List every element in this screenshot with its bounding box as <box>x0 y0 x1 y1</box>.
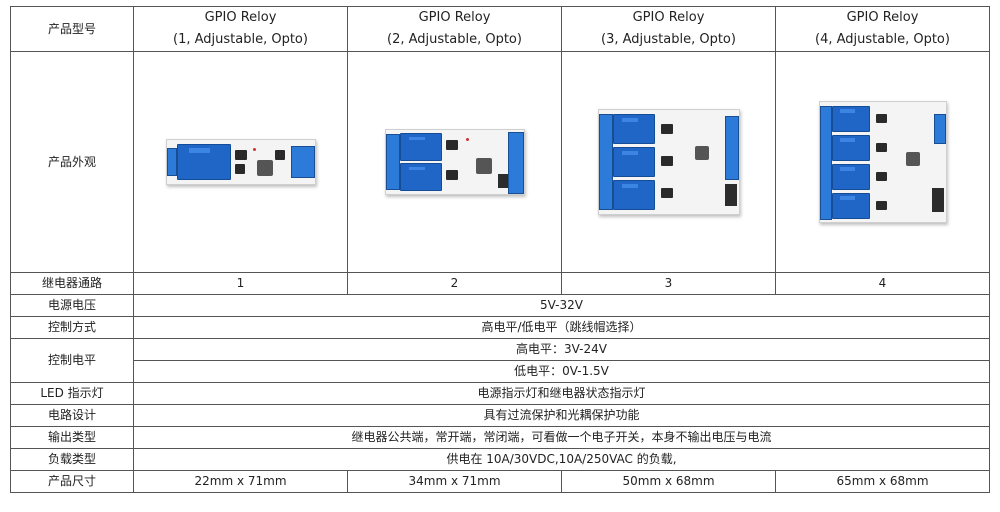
input-terminal <box>166 148 177 176</box>
output-terminal <box>724 116 739 180</box>
regulator-chip <box>274 150 285 160</box>
row-model: 产品型号 GPIO Reloy (1, Adjustable, Opto) GPI… <box>10 6 990 52</box>
row-control-mode: 控制方式 高电平/低电平（跳线帽选择） <box>10 316 990 339</box>
model-cell-4: GPIO Reloy (4, Adjustable, Opto) <box>775 6 990 52</box>
model-name-1: GPIO Reloy <box>204 10 277 25</box>
output-terminal <box>290 146 315 178</box>
row-load: 负载类型 供电在 10A/30VDC,10A/250VAC 的负载, <box>10 448 990 471</box>
row-appearance: 产品外观 <box>10 51 990 273</box>
spec-table: 产品型号 GPIO Reloy (1, Adjustable, Opto) GPI… <box>10 6 990 493</box>
row-control-level-high: 控制电平 高电平：3V-24V <box>10 338 990 383</box>
model-name-3: GPIO Reloy <box>632 10 705 25</box>
inductor <box>905 152 920 166</box>
control-mode-value: 高电平/低电平（跳线帽选择） <box>133 316 990 339</box>
row-led: LED 指示灯 电源指示灯和继电器状态指示灯 <box>10 382 990 405</box>
row-supply: 电源电压 5V-32V <box>10 294 990 317</box>
label-size: 产品尺寸 <box>10 470 134 493</box>
label-channels: 继电器通路 <box>10 272 134 295</box>
input-terminal <box>819 106 832 220</box>
relay-module <box>612 180 655 210</box>
size-3: 50mm x 68mm <box>561 470 776 493</box>
low-level-value: 低电平：0V-1.5V <box>133 360 990 383</box>
supply-value: 5V-32V <box>133 294 990 317</box>
label-circuit: 电路设计 <box>10 404 134 427</box>
optocoupler-chip <box>445 170 458 180</box>
input-terminal <box>385 134 400 190</box>
relay-board-3ch-image <box>597 109 740 215</box>
output-value: 继电器公共端，常开端，常闭端，可看做一个电子开关，本身不输出电压与电流 <box>133 426 990 449</box>
label-model: 产品型号 <box>10 6 134 52</box>
power-led <box>465 138 469 141</box>
relay-board-2ch-image <box>384 129 525 195</box>
relay-board-4ch-image <box>818 101 947 223</box>
high-level-value: 高电平：3V-24V <box>133 338 990 361</box>
relay-module <box>612 114 655 144</box>
channels-3: 3 <box>561 272 776 295</box>
optocoupler-chip <box>660 188 673 198</box>
output-terminal <box>933 114 946 144</box>
relay-module <box>831 164 870 190</box>
size-4: 65mm x 68mm <box>775 470 990 493</box>
appearance-cell-4 <box>775 51 990 273</box>
output-terminal <box>507 132 524 194</box>
model-variant-4: (4, Adjustable, Opto) <box>815 32 950 47</box>
row-channels: 继电器通路 1 2 3 4 <box>10 272 990 295</box>
jumper-header <box>931 188 944 212</box>
relay-module <box>399 163 442 191</box>
appearance-cell-2 <box>347 51 562 273</box>
size-1: 22mm x 71mm <box>133 470 348 493</box>
row-circuit: 电路设计 具有过流保护和光耦保护功能 <box>10 404 990 427</box>
relay-module <box>831 135 870 161</box>
label-control-mode: 控制方式 <box>10 316 134 339</box>
channels-1: 1 <box>133 272 348 295</box>
load-value: 供电在 10A/30VDC,10A/250VAC 的负载, <box>133 448 990 471</box>
model-name-2: GPIO Reloy <box>418 10 491 25</box>
optocoupler-chip <box>875 172 887 181</box>
relay-module <box>612 147 655 177</box>
relay-module <box>831 106 870 132</box>
jumper-header <box>497 174 508 188</box>
model-name-4: GPIO Reloy <box>846 10 919 25</box>
led-value: 电源指示灯和继电器状态指示灯 <box>133 382 990 405</box>
relay-module <box>831 193 870 219</box>
model-variant-1: (1, Adjustable, Opto) <box>173 32 308 47</box>
inductor <box>256 160 273 176</box>
optocoupler-chip <box>660 124 673 134</box>
label-supply: 电源电压 <box>10 294 134 317</box>
label-control-level: 控制电平 <box>10 338 134 383</box>
relay-board-1ch-image <box>165 139 316 185</box>
optocoupler-chip <box>875 143 887 152</box>
row-size: 产品尺寸 22mm x 71mm 34mm x 71mm 50mm x 68mm… <box>10 470 990 493</box>
model-variant-3: (3, Adjustable, Opto) <box>601 32 736 47</box>
label-output: 输出类型 <box>10 426 134 449</box>
input-terminal <box>598 114 613 210</box>
model-variant-2: (2, Adjustable, Opto) <box>387 32 522 47</box>
inductor <box>694 146 709 160</box>
model-cell-2: GPIO Reloy (2, Adjustable, Opto) <box>347 6 562 52</box>
relay-module <box>399 133 442 161</box>
appearance-cell-1 <box>133 51 348 273</box>
model-cell-1: GPIO Reloy (1, Adjustable, Opto) <box>133 6 348 52</box>
optocoupler-chip <box>445 140 458 150</box>
channels-2: 2 <box>347 272 562 295</box>
circuit-value: 具有过流保护和光耦保护功能 <box>133 404 990 427</box>
power-led <box>252 148 256 151</box>
optocoupler-chip <box>660 156 673 166</box>
label-load: 负载类型 <box>10 448 134 471</box>
label-appearance: 产品外观 <box>10 51 134 273</box>
appearance-cell-3 <box>561 51 776 273</box>
transistor-chip <box>234 164 245 174</box>
channels-4: 4 <box>775 272 990 295</box>
optocoupler-chip <box>875 201 887 210</box>
jumper-header <box>724 184 737 206</box>
row-output: 输出类型 继电器公共端，常开端，常闭端，可看做一个电子开关，本身不输出电压与电流 <box>10 426 990 449</box>
size-2: 34mm x 71mm <box>347 470 562 493</box>
model-cell-3: GPIO Reloy (3, Adjustable, Opto) <box>561 6 776 52</box>
optocoupler-chip <box>234 150 247 160</box>
optocoupler-chip <box>875 114 887 123</box>
relay-module <box>176 144 231 180</box>
row-control-level-low: 低电平：0V-1.5V <box>11 360 990 383</box>
label-led: LED 指示灯 <box>10 382 134 405</box>
inductor <box>475 158 492 174</box>
